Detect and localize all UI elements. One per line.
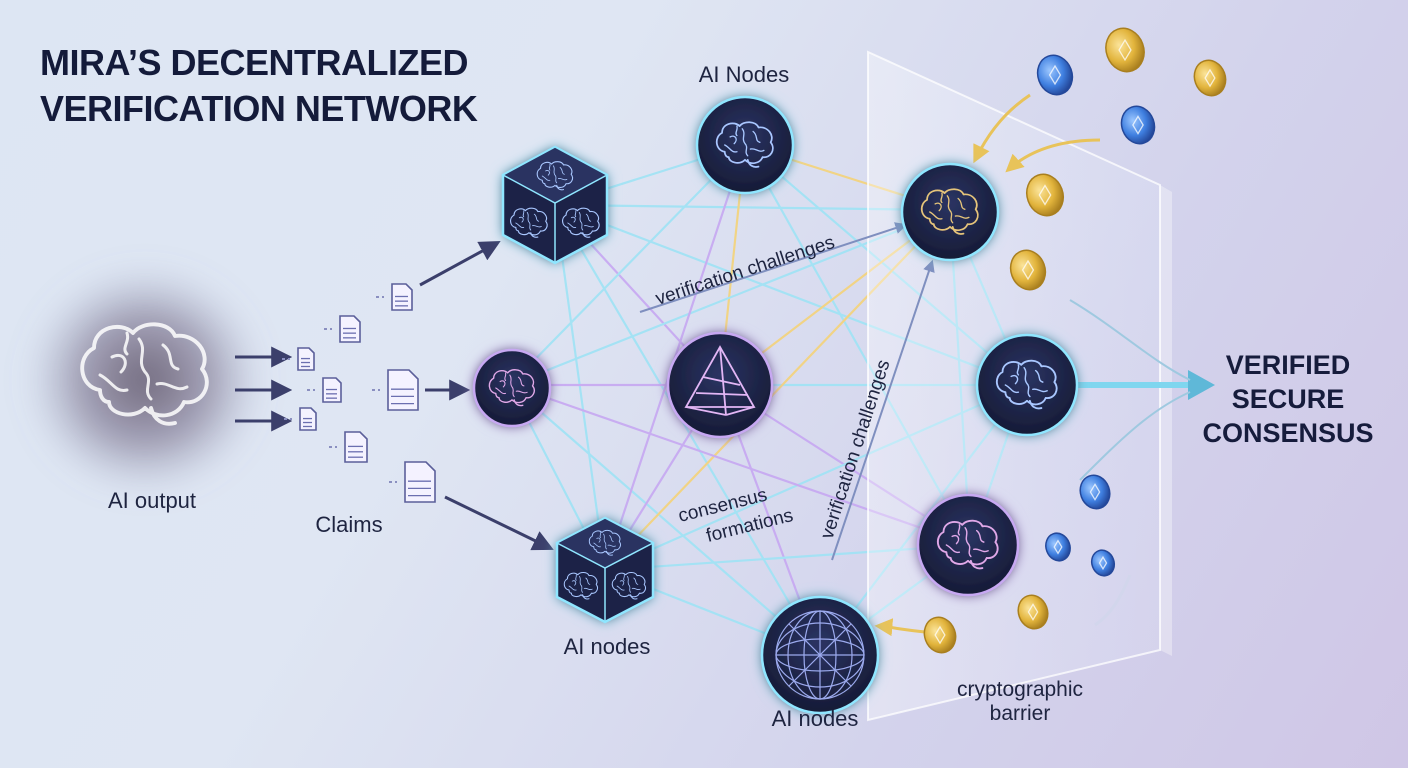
verified-consensus-label: VERIFIED SECURE CONSENSUS (1202, 348, 1373, 450)
claims-label: Claims (315, 512, 383, 537)
document-icon (329, 431, 368, 463)
ai-output-label: AI output (107, 488, 197, 513)
pyramid-icon (684, 345, 756, 416)
ai-output-brain (25, 265, 265, 495)
document-icon (376, 283, 413, 311)
title-line-2: VERIFICATION NETWORK (40, 88, 478, 129)
output-arrows (235, 346, 293, 432)
blue-coin-icon (1036, 54, 1074, 96)
claims-documents (282, 283, 436, 503)
cryptographic-barrier-label: cryptographic barrier (957, 678, 1083, 726)
document-icon (282, 347, 315, 371)
challenge-arrows (639, 222, 935, 561)
blue-coin-icon (1090, 549, 1116, 577)
brain-node-lower-right[interactable] (916, 493, 1020, 597)
brain-node-left[interactable] (472, 348, 552, 428)
document-icon (372, 369, 419, 411)
barrier-label-line-2: barrier (989, 702, 1051, 725)
coin-flow-arrows (874, 93, 1132, 637)
ai-nodes-left-label: AI nodes (563, 634, 651, 659)
claims-arrows (419, 240, 554, 551)
brain-node-gold[interactable] (900, 162, 1000, 262)
gold-coin-icon (1105, 27, 1145, 73)
gold-coin-icon (1017, 594, 1049, 630)
blue-coin-icon (1045, 532, 1071, 562)
network-nodes (472, 95, 1079, 715)
cube-node-top[interactable] (501, 145, 609, 265)
token-coins (923, 27, 1227, 654)
ai-nodes-bottom-label: AI nodes (771, 706, 859, 731)
result-line-3: CONSENSUS (1202, 418, 1374, 448)
sphere-node-bottom[interactable] (760, 595, 880, 715)
result-line-2: SECURE (1231, 384, 1345, 414)
gold-coin-icon (1009, 249, 1047, 291)
brain-node-right[interactable] (975, 333, 1079, 437)
document-icon (389, 461, 436, 503)
result-line-1: VERIFIED (1225, 350, 1351, 380)
page-title: MIRA’S DECENTRALIZED VERIFICATION NETWOR… (40, 40, 478, 132)
ai-nodes-top-label: AI Nodes (698, 62, 790, 87)
blue-coin-icon (1079, 474, 1111, 510)
globe-mesh-icon (775, 610, 865, 700)
blue-coin-icon (1120, 105, 1156, 145)
gold-coin-icon (1193, 59, 1227, 97)
verification-challenges-label-1: verification challenges (653, 232, 837, 310)
cube-node-bottom[interactable] (555, 516, 655, 624)
document-icon (284, 407, 317, 431)
pyramid-node-center[interactable] (666, 331, 774, 439)
title-line-1: MIRA’S DECENTRALIZED (40, 42, 469, 83)
barrier-label-line-1: cryptographic (956, 678, 1084, 701)
document-icon (307, 377, 342, 403)
document-icon (324, 315, 361, 343)
gold-coin-icon (1026, 173, 1064, 217)
consensus-arrow (1069, 299, 1215, 481)
gold-coin-icon (923, 616, 957, 654)
brain-node-top[interactable] (695, 95, 795, 195)
